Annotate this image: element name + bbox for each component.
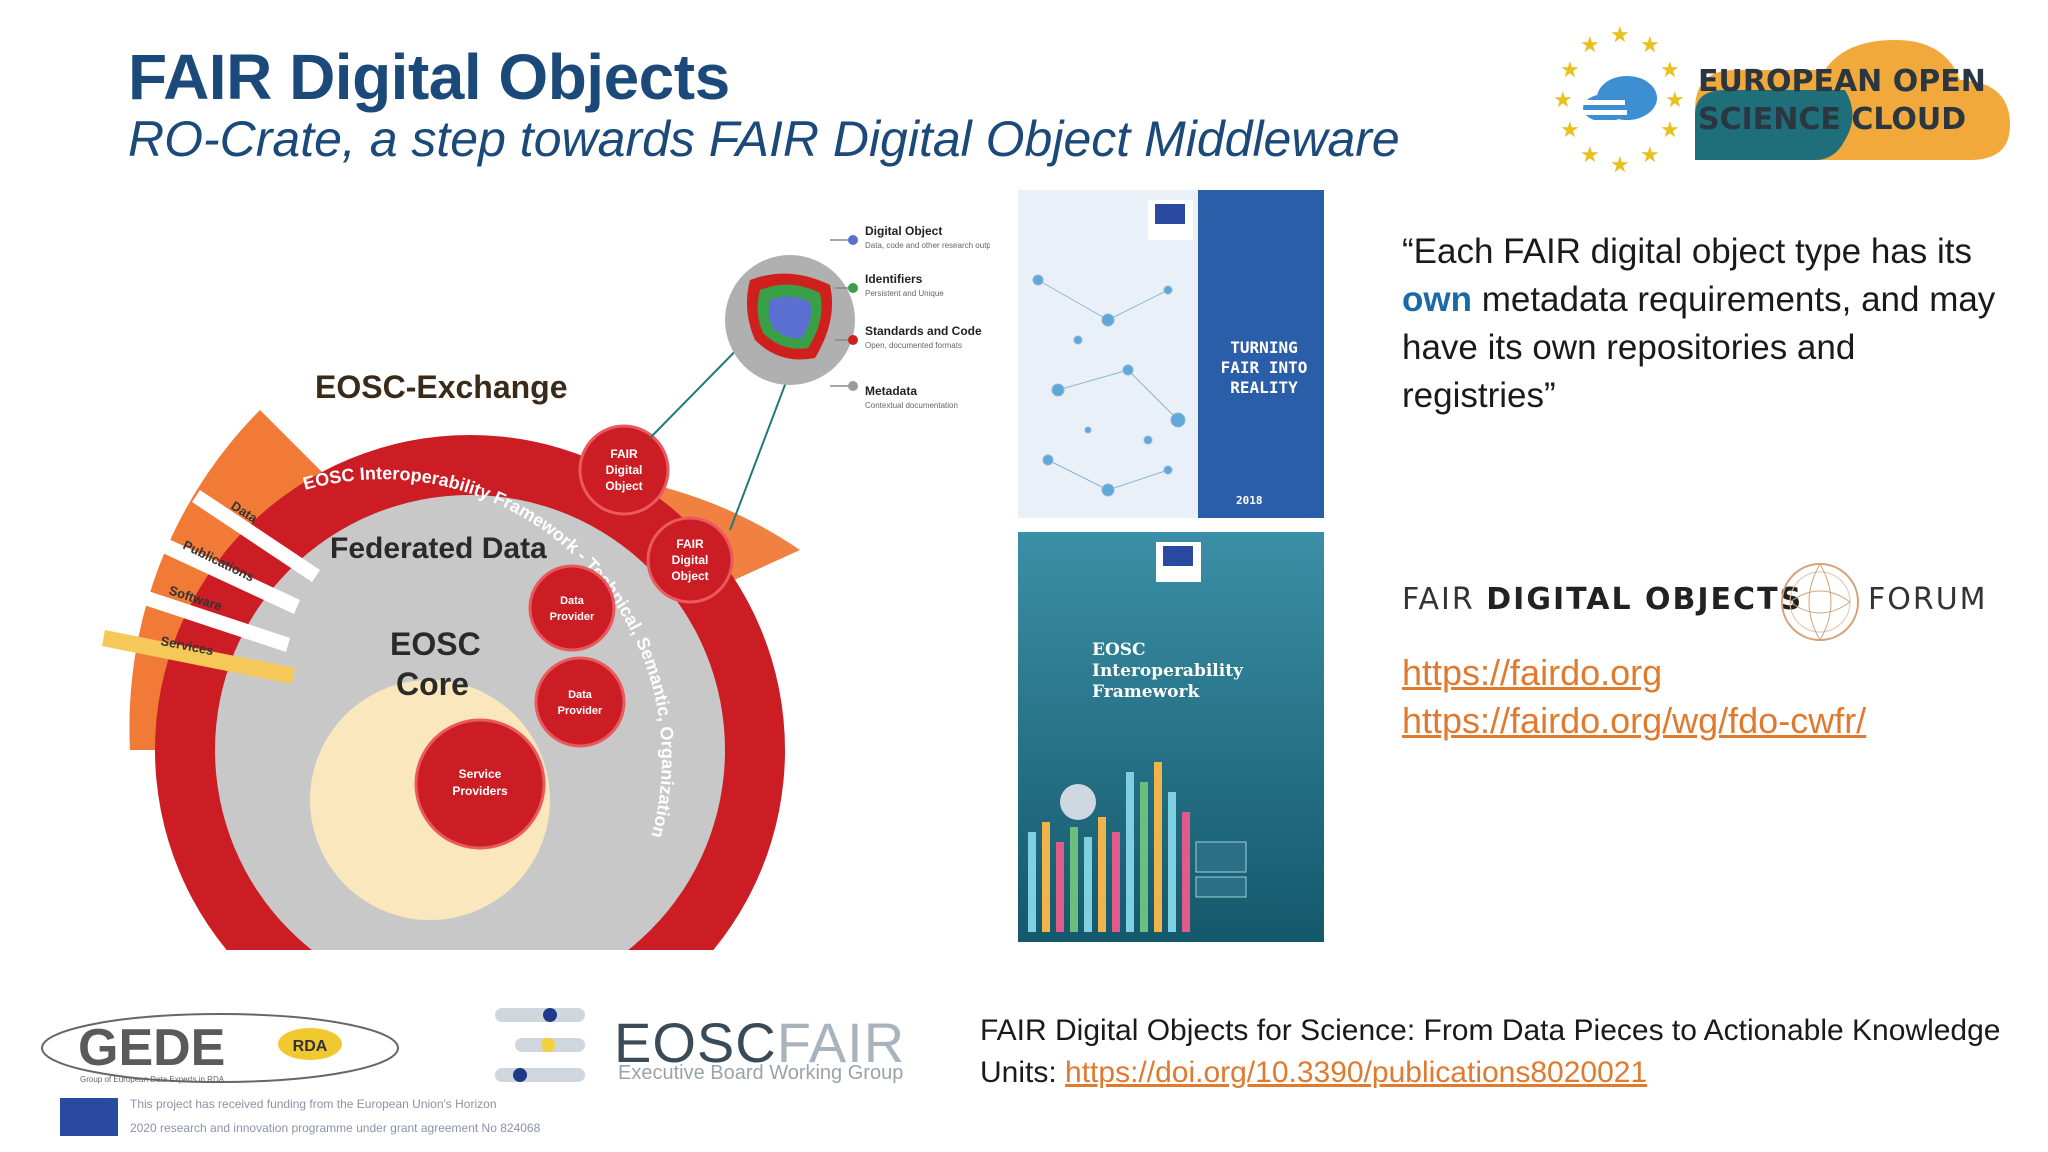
fdo-forum-name: FAIR DIGITAL OBJECTS — [1402, 582, 1804, 617]
svg-text:Data, code and other research: Data, code and other research outputs — [865, 241, 990, 250]
svg-text:GEDE: GEDE — [78, 1019, 225, 1077]
eu-funding-text: This project has received funding from t… — [130, 1097, 541, 1135]
cover-title-turning-fair: TURNING FAIR INTO REALITY — [1220, 338, 1308, 397]
service-providers: Service Providers — [414, 718, 546, 850]
svg-text:★: ★ — [1610, 153, 1630, 178]
eu-stars-icon: ★ ★ ★ ★ ★ ★ ★ ★ ★ ★ ★ ★ — [1553, 23, 1685, 178]
svg-text:Object: Object — [605, 479, 642, 493]
fdo-quote: “Each FAIR digital object type has its o… — [1402, 228, 2002, 420]
svg-text:Standards and Code: Standards and Code — [865, 324, 982, 338]
eosc-diagram: EOSC-Exchange EOSC Interoperability Fram… — [90, 190, 990, 950]
federated-label: Federated Data — [330, 532, 547, 565]
fdo-forum-word: FORUM — [1868, 582, 1988, 617]
exchange-label: EOSC-Exchange — [315, 369, 568, 405]
svg-text:★: ★ — [1580, 143, 1600, 168]
slide-title: FAIR Digital Objects — [128, 41, 730, 113]
citation-doi-link[interactable]: https://doi.org/10.3390/publications8020… — [1065, 1056, 1648, 1089]
svg-text:Open, documented formats: Open, documented formats — [865, 341, 962, 350]
svg-text:FAIR: FAIR — [676, 537, 704, 551]
fdo-bubble-2: FAIR Digital Object — [646, 516, 734, 604]
core-label-2: Core — [396, 666, 469, 702]
quote-highlight: own — [1402, 280, 1472, 319]
fdo-bubble-1: FAIR Digital Object — [578, 424, 670, 516]
data-provider-2: Data Provider — [534, 656, 626, 748]
eoscfair-subtitle: Executive Board Working Group — [618, 1062, 904, 1084]
svg-text:★: ★ — [1610, 23, 1630, 48]
svg-text:Identifiers: Identifiers — [865, 272, 923, 286]
fdo-layers-icon — [725, 255, 855, 385]
report-cover-eosc-if: EOSC Interoperability Framework — [1018, 532, 1324, 942]
svg-text:Digital: Digital — [672, 553, 709, 567]
eosc-logo: ★ ★ ★ ★ ★ ★ ★ ★ ★ ★ ★ ★ — [1515, 20, 2015, 185]
gede-logo: GEDE RDA Group of European Data Experts … — [38, 1010, 408, 1090]
svg-text:Persistent and Unique: Persistent and Unique — [865, 289, 944, 298]
eoscfair-icon — [490, 1000, 910, 1100]
eoscfair-name: EOSCFAIR — [614, 1011, 906, 1074]
eu-flag-icon — [60, 1098, 118, 1136]
network-illustration — [1032, 274, 1186, 497]
svg-text:Service: Service — [459, 767, 502, 781]
eosc-logo-text: EUROPEAN OPEN SCIENCE CLOUD — [1698, 63, 1986, 139]
svg-text:Object: Object — [671, 569, 708, 583]
eosc-logo-line2: SCIENCE CLOUD — [1698, 102, 1967, 137]
slide-subtitle: RO-Crate, a step towards FAIR Digital Ob… — [128, 111, 1400, 167]
fdo-cwfr-link[interactable]: https://fairdo.org/wg/fdo-cwfr/ — [1402, 700, 1867, 741]
svg-text:FAIR: FAIR — [610, 447, 638, 461]
svg-text:★: ★ — [1640, 33, 1660, 58]
cover-title-eosc-if: EOSC Interoperability Framework — [1092, 640, 1243, 702]
fdo-legend: Digital Object Data, code and other rese… — [830, 224, 990, 410]
svg-text:★: ★ — [1660, 58, 1680, 83]
svg-text:Contextual documentation: Contextual documentation — [865, 401, 958, 410]
svg-text:RDA: RDA — [293, 1038, 328, 1055]
eosc-cloud-shape — [1695, 40, 2010, 160]
svg-text:★: ★ — [1553, 88, 1573, 113]
svg-text:Provider: Provider — [558, 705, 603, 717]
quote-text-before: “Each FAIR digital object type has its — [1402, 232, 1972, 271]
svg-text:★: ★ — [1560, 58, 1580, 83]
svg-text:Group of European Data Experts: Group of European Data Experts in RDA — [80, 1075, 225, 1084]
eosc-logo-line1: EUROPEAN OPEN — [1698, 64, 1986, 99]
svg-text:Data: Data — [560, 595, 585, 607]
svg-text:Digital Object: Digital Object — [865, 224, 942, 238]
svg-text:Digital: Digital — [606, 463, 643, 477]
svg-text:Providers: Providers — [452, 784, 508, 798]
svg-text:Data: Data — [568, 689, 593, 701]
data-provider-1: Data Provider — [528, 564, 616, 652]
citation-text: FAIR Digital Objects for Science: From D… — [980, 1014, 2001, 1089]
report-cover-turning-fair: TURNING FAIR INTO REALITY 2018 — [1018, 190, 1324, 518]
svg-text:★: ★ — [1665, 88, 1685, 113]
svg-text:★: ★ — [1660, 118, 1680, 143]
svg-text:★: ★ — [1640, 143, 1660, 168]
svg-text:★: ★ — [1580, 33, 1600, 58]
quote-text-after: metadata requirements, and may have its … — [1402, 280, 1996, 415]
cloud-icon — [1575, 76, 1657, 125]
fdo-forum-logo: FAIR DIGITAL OBJECTS FORUM — [1402, 560, 2002, 641]
bars-illustration — [1028, 762, 1190, 932]
cover-year: 2018 — [1236, 494, 1263, 507]
citation: FAIR Digital Objects for Science: From D… — [980, 1010, 2020, 1094]
svg-text:Metadata: Metadata — [865, 384, 917, 398]
svg-text:★: ★ — [1560, 118, 1580, 143]
fdo-globe-icon — [1781, 563, 1859, 641]
core-label-1: EOSC — [390, 626, 481, 662]
svg-text:Provider: Provider — [550, 611, 595, 623]
fairdo-link[interactable]: https://fairdo.org — [1402, 652, 1663, 693]
